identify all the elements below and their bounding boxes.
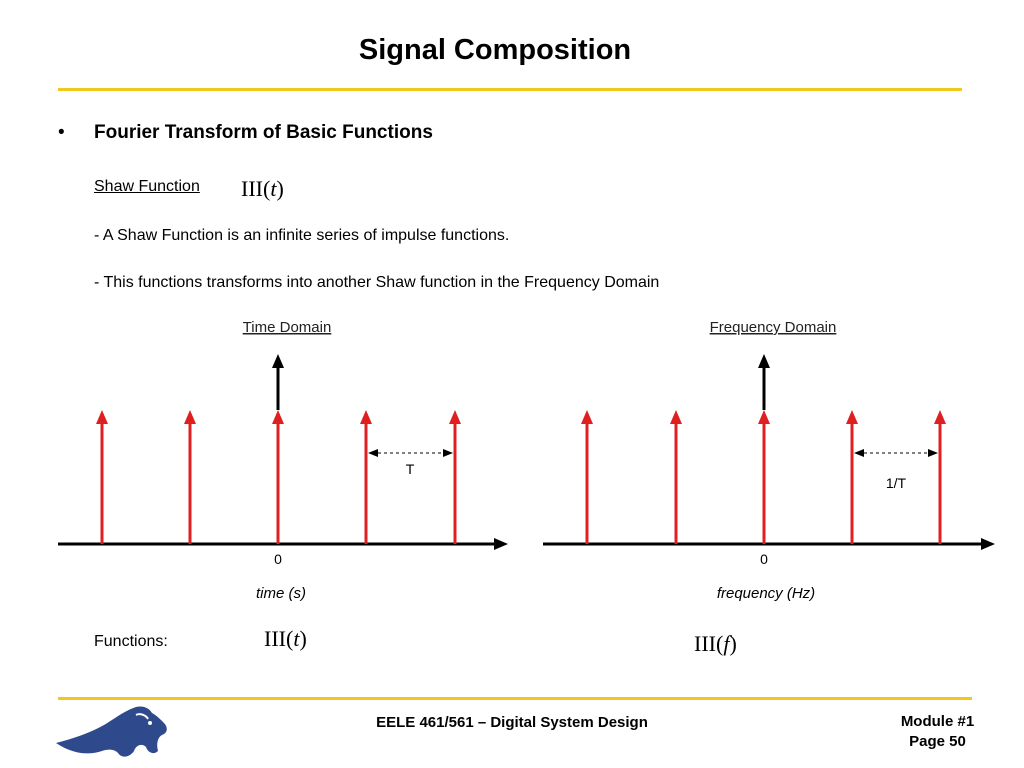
time-axis-arrowhead bbox=[494, 538, 508, 550]
footer-module-info: Module #1 Page 50 bbox=[880, 712, 995, 752]
frequency-impulse bbox=[846, 410, 858, 544]
slide-title: Signal Composition bbox=[358, 34, 632, 66]
time-function-symbol: III(t) bbox=[264, 626, 307, 652]
time-origin-label: 0 bbox=[274, 551, 282, 567]
frequency-function-prefix: III( bbox=[694, 631, 724, 656]
shaw-symbol-var: t bbox=[270, 176, 277, 201]
frequency-origin-label: 0 bbox=[760, 551, 768, 567]
bobcat-logo-icon bbox=[56, 706, 167, 757]
impulse-train-diagram: Time Domain T 0 bbox=[58, 319, 995, 602]
footer-rule bbox=[58, 697, 972, 700]
time-impulse bbox=[449, 410, 461, 544]
frequency-spacing-marker bbox=[854, 449, 938, 457]
time-domain-plot: Time Domain T 0 bbox=[58, 319, 508, 602]
frequency-domain-plot: Frequency Domain 1/ bbox=[543, 319, 995, 602]
frequency-impulse bbox=[581, 410, 593, 544]
frequency-function-var: f bbox=[723, 631, 730, 656]
time-function-prefix: III( bbox=[264, 626, 294, 651]
header-rule bbox=[58, 88, 962, 91]
footer-course-title: EELE 461/561 – Digital System Design bbox=[376, 714, 648, 731]
time-function-suffix: ) bbox=[299, 626, 307, 651]
time-impulse bbox=[272, 354, 284, 544]
time-axis-label: time (s) bbox=[256, 585, 306, 602]
shaw-symbol-suffix: ) bbox=[276, 176, 284, 201]
shaw-symbol-prefix: III( bbox=[241, 176, 271, 201]
frequency-domain-title: Frequency Domain bbox=[710, 319, 837, 336]
time-function-var: t bbox=[293, 626, 300, 651]
frequency-impulse bbox=[758, 354, 770, 544]
frequency-function-symbol: III(f) bbox=[694, 631, 737, 657]
time-impulse bbox=[184, 410, 196, 544]
frequency-axis-arrowhead bbox=[981, 538, 995, 550]
frequency-spacing-label: 1/T bbox=[886, 475, 907, 491]
footer-page-number: Page 50 bbox=[909, 733, 966, 750]
bullet-heading: Fourier Transform of Basic Functions bbox=[94, 122, 433, 143]
shaw-function-symbol: III(t) bbox=[241, 176, 284, 202]
frequency-impulse bbox=[934, 410, 946, 544]
frequency-function-suffix: ) bbox=[729, 631, 737, 656]
bullet-marker: • bbox=[58, 122, 65, 143]
time-spacing-label: T bbox=[406, 461, 415, 477]
functions-label: Functions: bbox=[94, 633, 168, 650]
footer-module-number: Module #1 bbox=[900, 713, 975, 730]
description-line-2: - This functions transforms into another… bbox=[94, 274, 660, 291]
description-line-1: - A Shaw Function is an infinite series … bbox=[94, 227, 510, 244]
time-impulse bbox=[96, 410, 108, 544]
time-spacing-marker bbox=[368, 449, 453, 457]
time-domain-title: Time Domain bbox=[243, 319, 332, 336]
shaw-function-label: Shaw Function bbox=[94, 178, 200, 195]
frequency-axis-label: frequency (Hz) bbox=[717, 585, 815, 602]
time-impulse bbox=[360, 410, 372, 544]
frequency-impulse bbox=[670, 410, 682, 544]
